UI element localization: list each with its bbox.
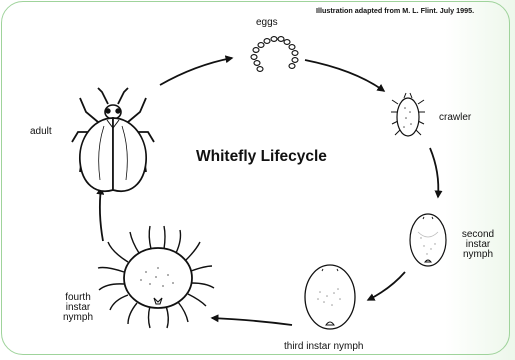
arrow-second-to-third [368, 272, 405, 300]
fourth-instar-illustration [98, 226, 214, 328]
label-second-instar: second instar nymph [454, 230, 502, 260]
label-adult: adult [30, 127, 52, 137]
label-third-instar: third instar nymph [284, 342, 363, 352]
third-instar-illustration [305, 265, 355, 329]
diagram-title: Whitefly Lifecycle [196, 152, 327, 162]
arrow-fourth-to-adult [100, 188, 103, 241]
adult-illustration [72, 88, 154, 191]
eggs-illustration [251, 37, 298, 72]
arrow-crawler-to-second [430, 148, 438, 197]
arrow-adult-to-eggs [160, 58, 232, 85]
label-second-instar-line-3: nymph [454, 250, 502, 260]
crawler-illustration [391, 93, 425, 136]
label-fourth-instar-line-3: nymph [54, 313, 102, 323]
second-instar-illustration [410, 214, 446, 266]
label-crawler: crawler [439, 113, 471, 123]
arrow-eggs-to-crawler [305, 60, 384, 91]
illustration-credit: Illustration adapted from M. L. Flint. J… [316, 6, 474, 16]
label-eggs: eggs [256, 18, 278, 28]
label-fourth-instar: fourth instar nymph [54, 293, 102, 323]
arrow-third-to-fourth [212, 318, 292, 325]
